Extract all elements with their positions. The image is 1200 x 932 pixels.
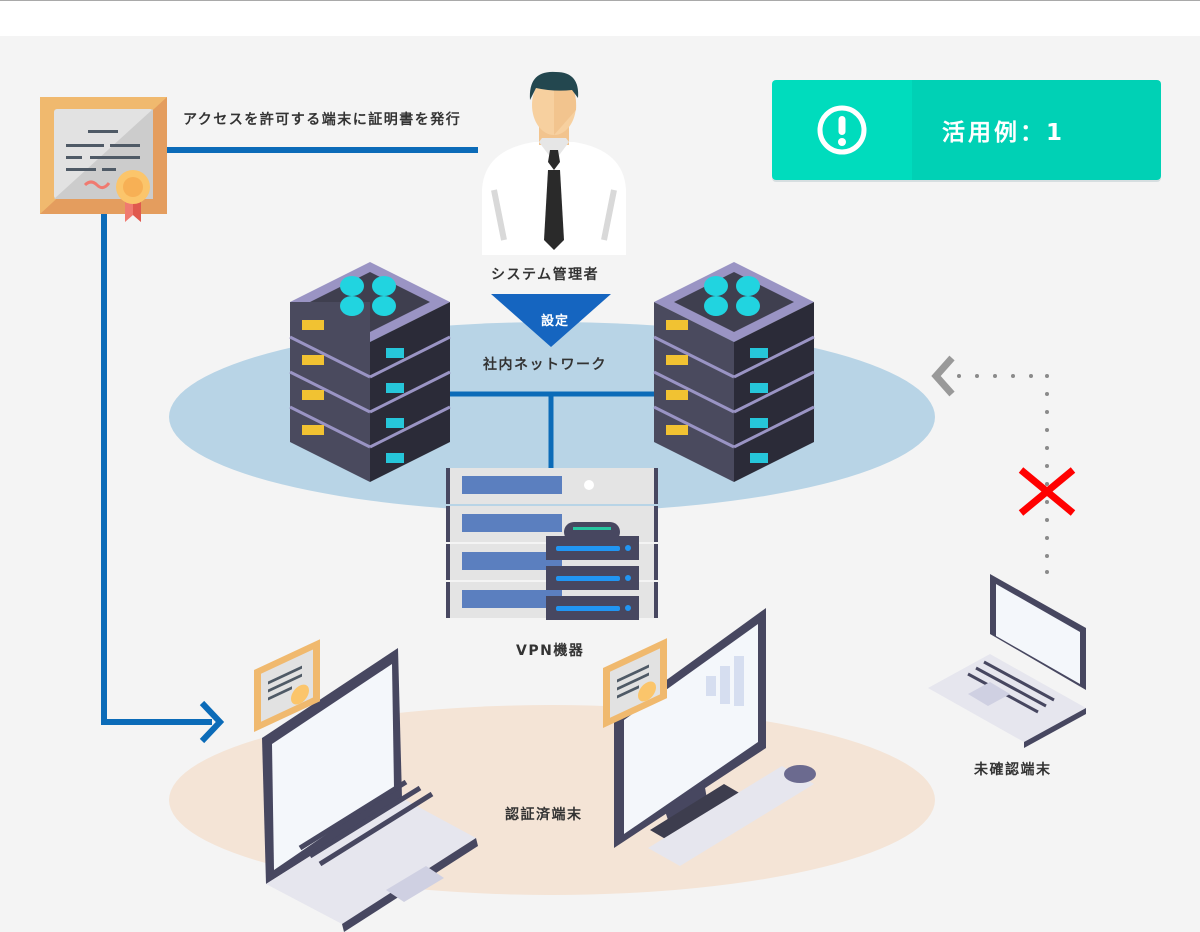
authenticated-devices-label: 認証済端末 [505,807,583,823]
badge-label: 活用例：1 [912,80,1161,180]
certificate-icon [40,97,167,222]
certificate-icon-desktop [603,638,667,728]
setting-label: 設定 [540,314,569,329]
badge-icon-area [772,80,912,180]
flow-arrow-icon [199,700,225,744]
red-x-icon [1018,467,1076,516]
server-rack-right [653,262,815,482]
network-label: 社内ネットワーク [483,357,607,373]
use-case-badge: 活用例：1 [772,80,1161,180]
vpn-device-icon [446,468,658,620]
certificate-flow-lines [101,147,478,725]
blocked-path [957,374,1049,574]
network-links [448,391,656,470]
admin-label: システム管理者 [491,267,600,283]
setting-arrow [491,294,611,347]
certificate-issue-label: アクセスを許可する端末に証明書を発行 [183,112,462,128]
certificate-icon-laptop [254,639,320,732]
vpn-label: VPN機器 [516,643,585,659]
authenticated-desktop-icon [614,608,816,866]
unverified-device-label: 未確認端末 [974,762,1052,778]
administrator-person-icon [482,71,626,255]
server-rack-left [289,262,451,482]
unverified-laptop-icon [928,574,1086,748]
exclamation-circle-icon [817,105,867,155]
top-border [0,0,1200,1]
chevron-left-icon [931,355,955,397]
authenticated-laptop-icon [262,648,478,932]
